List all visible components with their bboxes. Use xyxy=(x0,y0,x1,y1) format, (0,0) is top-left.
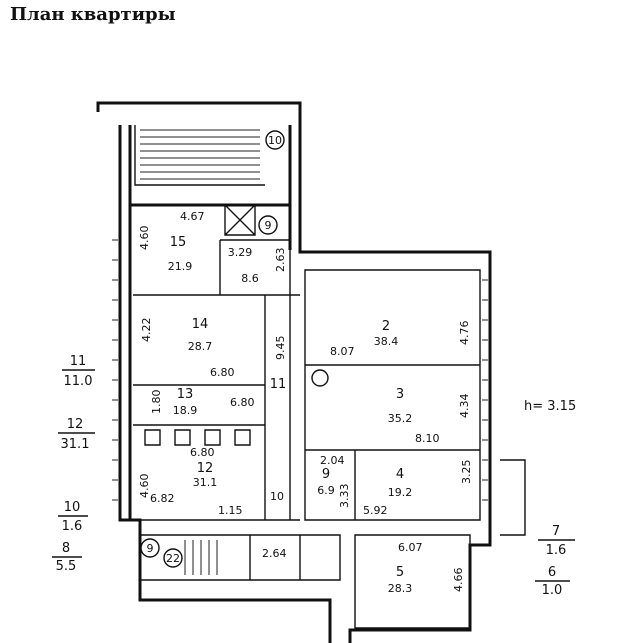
room-9-area: 6.9 xyxy=(317,484,335,497)
room-9-dim: 2.04 xyxy=(320,454,345,467)
right-annotations: h= 3.15 7 1.6 6 1.0 xyxy=(524,399,576,598)
circle-marker xyxy=(163,548,183,568)
plan-title: План квартиры xyxy=(10,4,176,25)
walls xyxy=(96,101,526,643)
room-2-dim: 8.07 xyxy=(330,345,355,358)
room-5-number: 5 xyxy=(396,565,404,580)
room-2-dim: 4.76 xyxy=(458,321,471,346)
room-11-number: 11 xyxy=(270,377,287,392)
room-13-dim: 6.80 xyxy=(230,396,255,409)
room-3-number: 3 xyxy=(396,387,404,402)
legend-12-area: 31.1 xyxy=(61,437,90,452)
room-13-area: 18.9 xyxy=(173,404,198,417)
legend-8-number: 8 xyxy=(62,541,70,556)
legend-11-area: 11.0 xyxy=(64,374,93,389)
ceiling-height: h= 3.15 xyxy=(524,399,576,414)
circle-label: 9 xyxy=(147,542,154,555)
room-3-dim: 4.34 xyxy=(458,394,471,419)
room-16-dim: 3.29 xyxy=(228,246,253,259)
legend-12-number: 12 xyxy=(67,417,84,432)
room-14-dim: 6.80 xyxy=(210,366,235,379)
room-4-dim: 5.92 xyxy=(363,504,388,517)
room-4-number: 4 xyxy=(396,467,404,482)
circle-label: 10 xyxy=(268,134,282,147)
room-labels: 4.67 15 21.9 4.60 3.29 8.6 2.63 14 28.7 … xyxy=(138,210,473,595)
room-5-area: 28.3 xyxy=(388,582,413,595)
room-5-dim: 6.07 xyxy=(398,541,423,554)
room-16-dim: 2.63 xyxy=(274,248,287,273)
room-14-number: 14 xyxy=(192,317,209,332)
legend-7-area: 1.6 xyxy=(546,543,567,558)
room-12-dim: 4.60 xyxy=(138,474,151,499)
room-12-dim: 6.80 xyxy=(190,446,215,459)
room-10-number: 10 xyxy=(270,490,284,503)
room-13-number: 13 xyxy=(177,387,194,402)
room-15-dim: 4.67 xyxy=(180,210,205,223)
legend-10-area: 1.6 xyxy=(62,519,83,534)
room-3-area: 35.2 xyxy=(388,412,413,425)
room-14-area: 28.7 xyxy=(188,340,213,353)
circle-marker xyxy=(265,130,285,150)
room-12-dim: 6.82 xyxy=(150,492,175,505)
left-annotations: 11 11.0 12 31.1 10 1.6 8 5.5 xyxy=(52,354,95,574)
room-16-area: 8.6 xyxy=(241,272,259,285)
room-2-number: 2 xyxy=(382,319,390,334)
circle-label: 9 xyxy=(265,219,272,232)
room-4-dim: 3.25 xyxy=(460,460,473,485)
legend-6-number: 6 xyxy=(548,565,556,580)
room-3-dim: 8.10 xyxy=(415,432,440,445)
legend-8-area: 5.5 xyxy=(56,559,77,574)
room-15-dim: 4.60 xyxy=(138,226,151,251)
circle-marker xyxy=(258,215,278,235)
circle-marker xyxy=(311,369,329,387)
legend-7-number: 7 xyxy=(552,524,560,539)
room-12-area: 31.1 xyxy=(193,476,218,489)
circle-label: 22 xyxy=(166,552,180,565)
legend-6-area: 1.0 xyxy=(542,583,563,598)
room-2-area: 38.4 xyxy=(374,335,399,348)
room-12-number: 12 xyxy=(197,461,214,476)
room-15-number: 15 xyxy=(170,235,187,250)
room-8-dim: 2.64 xyxy=(262,547,287,560)
legend-11-number: 11 xyxy=(70,354,87,369)
room-9-number: 9 xyxy=(322,467,330,482)
room-9-dim: 3.33 xyxy=(338,484,351,509)
legend-10-number: 10 xyxy=(64,500,81,515)
room-15-area: 21.9 xyxy=(168,260,193,273)
room-4-area: 19.2 xyxy=(388,486,413,499)
circle-markers: 10 9 9 22 xyxy=(140,130,329,568)
room-11-dim: 9.45 xyxy=(274,336,287,361)
room-5-dim: 4.66 xyxy=(452,568,465,593)
room-14-dim: 4.22 xyxy=(140,318,153,343)
room-10-dim: 1.15 xyxy=(218,504,243,517)
circle-marker xyxy=(140,538,160,558)
room-13-dim: 1.80 xyxy=(150,390,163,415)
